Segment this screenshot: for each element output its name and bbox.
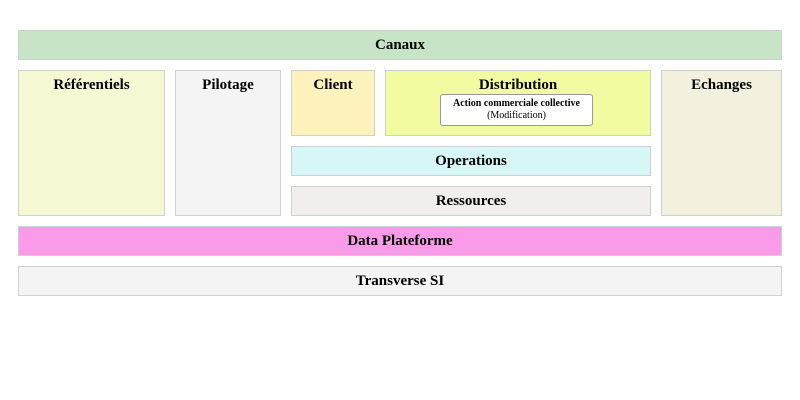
block-label: Référentiels — [53, 77, 130, 93]
block-operations[interactable]: Operations — [291, 146, 651, 176]
block-label: Pilotage — [202, 77, 254, 93]
block-canaux[interactable]: Canaux — [18, 30, 782, 60]
block-label: Transverse SI — [355, 273, 445, 289]
block-data-plateforme[interactable]: Data Plateforme — [18, 226, 782, 256]
block-pilotage[interactable]: Pilotage — [175, 70, 281, 216]
block-client[interactable]: Client — [291, 70, 375, 136]
block-transverse-si[interactable]: Transverse SI — [18, 266, 782, 296]
block-label: Client — [313, 77, 353, 93]
card-status: (Modification) — [487, 110, 546, 121]
block-ressources[interactable]: Ressources — [291, 186, 651, 216]
block-label: Operations — [435, 153, 507, 169]
block-referentiels[interactable]: Référentiels — [18, 70, 165, 216]
block-label: Distribution — [478, 77, 558, 93]
card-action-commerciale-collective[interactable]: Action commerciale collective (Modificat… — [440, 94, 593, 126]
card-name: Action commerciale collective — [453, 98, 580, 109]
block-label: Ressources — [435, 193, 507, 209]
block-label: Canaux — [374, 37, 426, 53]
block-label: Echanges — [691, 77, 752, 93]
block-echanges[interactable]: Echanges — [661, 70, 782, 216]
block-label: Data Plateforme — [347, 233, 453, 249]
